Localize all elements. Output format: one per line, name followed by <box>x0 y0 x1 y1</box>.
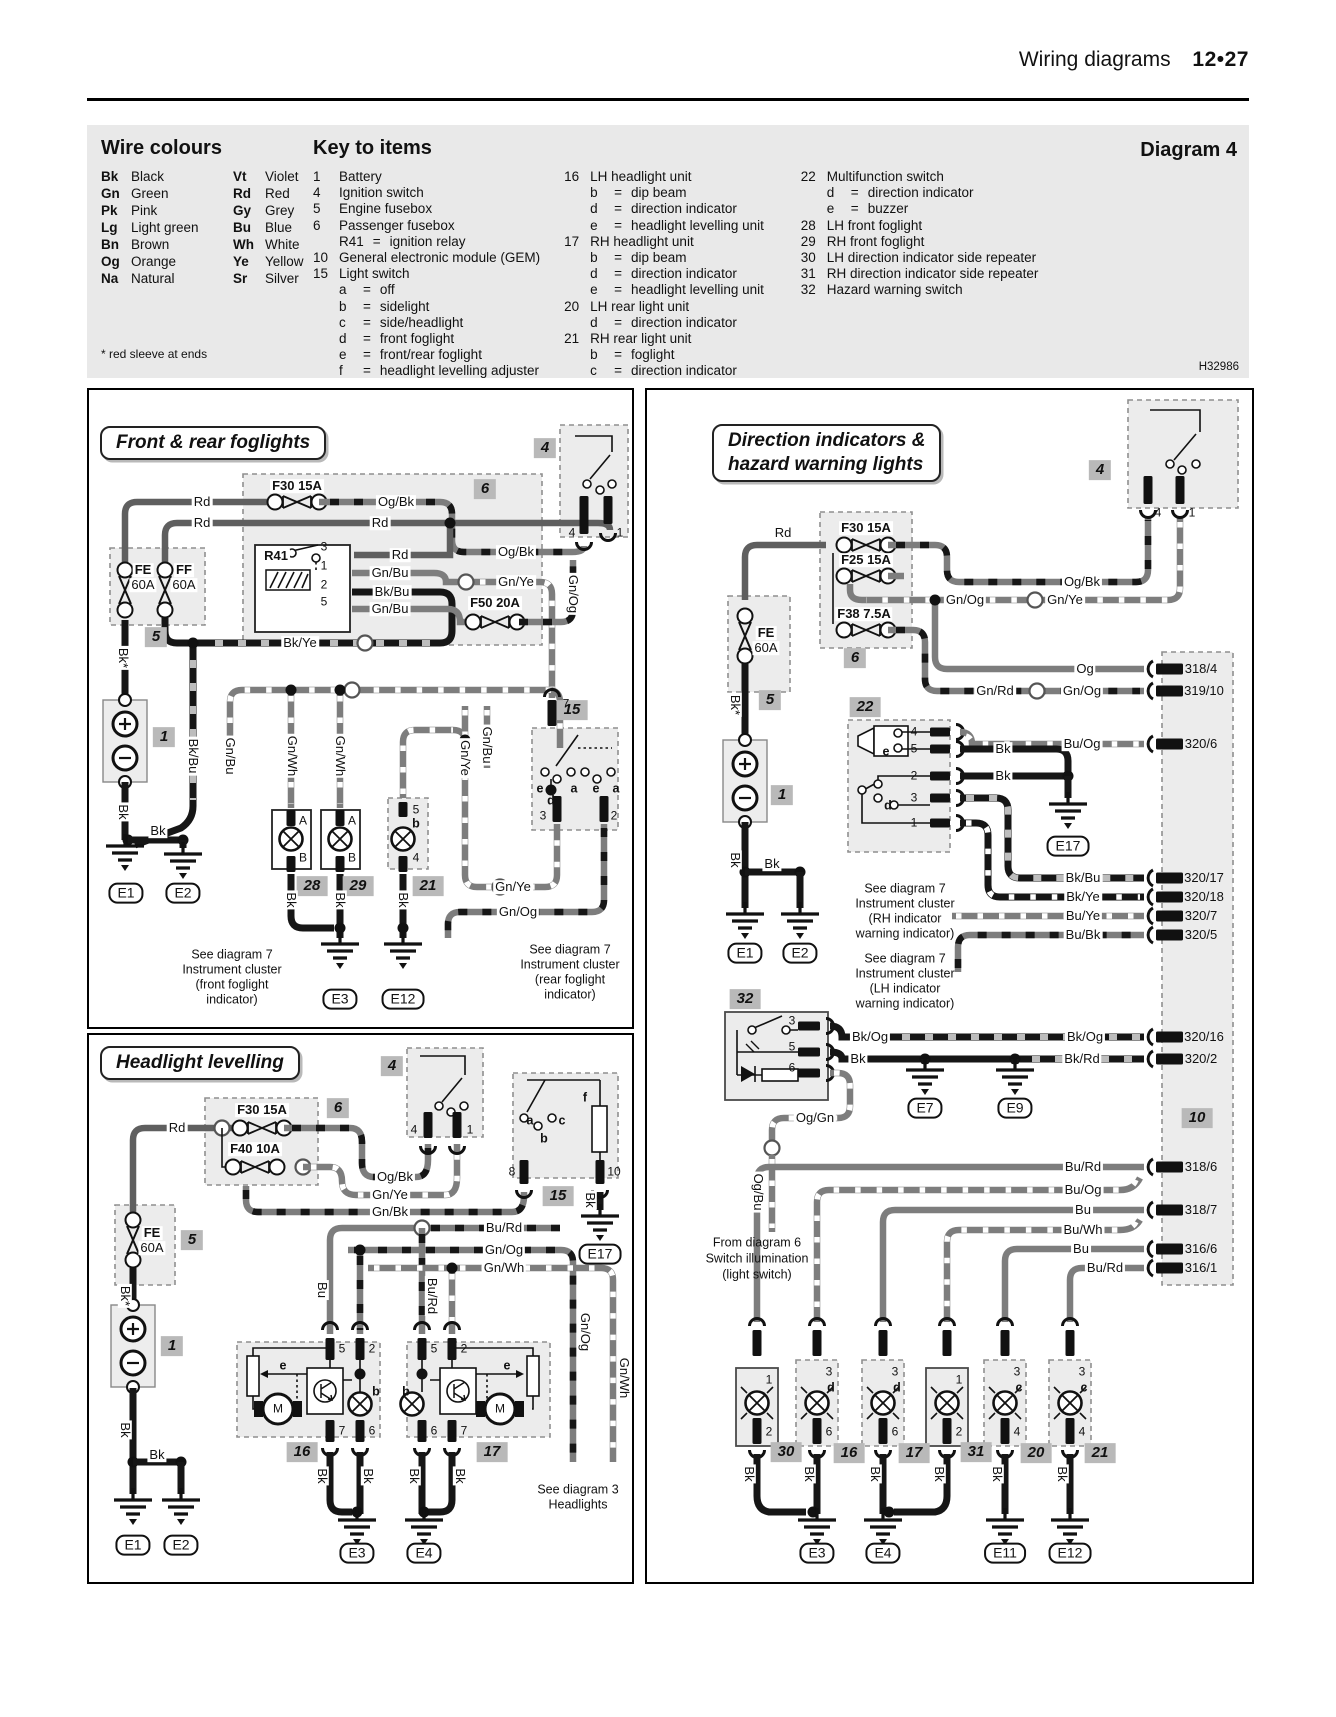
header-title: Wiring diagrams <box>1018 48 1171 71</box>
wire-colour-name: Blue <box>265 220 293 235</box>
key-item-sub: c=direction indicator <box>590 363 737 379</box>
foglights-wiring <box>101 424 629 971</box>
key-item-sub: b=dip beam <box>590 249 687 265</box>
wire-colour-code: Bu <box>233 220 251 235</box>
page-number: 12•27 <box>1192 48 1249 71</box>
wire-colour-name: Natural <box>131 271 175 286</box>
wire-colour-code: Wh <box>233 237 254 252</box>
wire-colour-code: Sr <box>233 271 248 286</box>
wire-colour-name: Brown <box>131 237 170 252</box>
key-item-sub: c=side/headlight <box>339 314 464 330</box>
key-item-sub: e=buzzer <box>826 201 909 217</box>
figure-code: H32986 <box>1198 361 1239 373</box>
key-item-sub: a=off <box>339 282 395 298</box>
key-item-sub: R41=ignition relay <box>339 233 466 249</box>
wire-colour-name: Silver <box>265 271 299 286</box>
wire-colour-code: Og <box>101 254 120 269</box>
wire-colour-name: Green <box>131 186 169 201</box>
section-title-line1: Direction indicators & <box>728 430 926 451</box>
section-title-indicators: Direction indicators & hazard warning li… <box>712 424 942 482</box>
key-item-sub: d=front foglight <box>339 330 455 346</box>
indicators-wiring <box>721 399 1239 1547</box>
wire-colour-name: Yellow <box>265 254 304 269</box>
wire-colour-name: Violet <box>265 169 299 184</box>
key-item-sub: f=headlight levelling adjuster <box>339 363 539 379</box>
wire-colour-code: Ye <box>233 254 249 269</box>
indicator-lamps <box>741 1317 1086 1459</box>
wire-colours-title: Wire colours <box>101 137 222 159</box>
key-item-sub: d=direction indicator <box>590 314 737 330</box>
wire-colour-code: Rd <box>233 186 251 201</box>
wire-colour-code: Pk <box>101 203 118 218</box>
key-item-sub: b=foglight <box>590 347 675 363</box>
header-rule <box>87 98 1249 101</box>
wire-colour-name: Red <box>265 186 290 201</box>
diagram-number: Diagram 4 <box>1140 139 1237 161</box>
key-item-sub: d=direction indicator <box>590 201 737 217</box>
wire-colour-name: Light green <box>131 220 199 235</box>
red-sleeve-note: * red sleeve at ends <box>101 347 208 361</box>
key-item-sub: b=sidelight <box>339 298 430 314</box>
page-header: Wiring diagrams 12•27 <box>87 48 1249 72</box>
wire-colour-name: Grey <box>265 203 295 218</box>
wire-colour-code: Bk <box>101 169 119 184</box>
key-item-sub: e=front/rear foglight <box>339 347 482 363</box>
wire-colour-code: Vt <box>233 169 247 184</box>
wire-colour-code: Lg <box>101 220 118 235</box>
levelling-wiring <box>109 1047 621 1547</box>
key-item-sub: e=headlight levelling unit <box>590 282 764 298</box>
wire-colour-name: White <box>265 237 300 252</box>
key-item-sub: e=headlight levelling unit <box>590 217 764 233</box>
wire-colour-code: Gn <box>101 186 120 201</box>
section-title-foglights: Front & rear foglights <box>100 426 327 460</box>
key-item-sub: d=direction indicator <box>590 266 737 282</box>
wire-colour-name: Orange <box>131 254 177 269</box>
wire-colour-name: Black <box>131 169 165 184</box>
key-to-items-title: Key to items <box>313 137 432 159</box>
section-title-levelling: Headlight levelling <box>100 1046 300 1080</box>
key-item-sub: d=direction indicator <box>826 185 974 201</box>
section-title-line2: hazard warning lights <box>728 453 924 475</box>
wire-colour-name: Pink <box>131 203 158 218</box>
wire-colour-code: Na <box>101 271 119 286</box>
wire-colour-code: Gy <box>233 203 252 218</box>
wire-colour-code: Bn <box>101 237 119 252</box>
key-item-sub: b=dip beam <box>590 185 687 201</box>
